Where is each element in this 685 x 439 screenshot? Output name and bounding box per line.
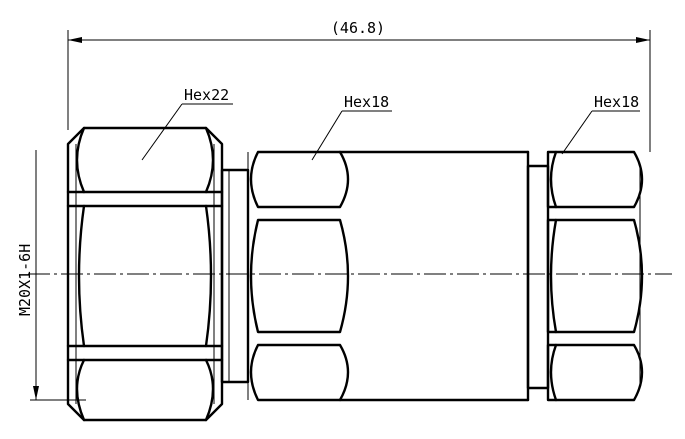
overall-dimension-text: (46.8) bbox=[331, 19, 385, 37]
cylinder-body bbox=[338, 150, 530, 402]
callout-right-hex18: Hex18 bbox=[561, 93, 640, 155]
thread-dimension: M20X1-6H bbox=[16, 150, 86, 401]
right-hex18-nut bbox=[546, 150, 644, 402]
callout-middle-hex18-text: Hex18 bbox=[344, 93, 389, 111]
callout-right-hex18-text: Hex18 bbox=[594, 93, 639, 111]
neck-right bbox=[526, 164, 550, 390]
neck-left bbox=[220, 168, 250, 384]
thread-dimension-text: M20X1-6H bbox=[16, 244, 34, 316]
callout-left-hex22: Hex22 bbox=[141, 86, 233, 161]
middle-hex18-nut bbox=[247, 150, 350, 402]
callout-left-hex22-text: Hex22 bbox=[184, 86, 229, 104]
left-hex22-nut bbox=[66, 126, 224, 422]
overall-dimension: (46.8) bbox=[67, 19, 651, 152]
callout-middle-hex18: Hex18 bbox=[311, 93, 392, 161]
